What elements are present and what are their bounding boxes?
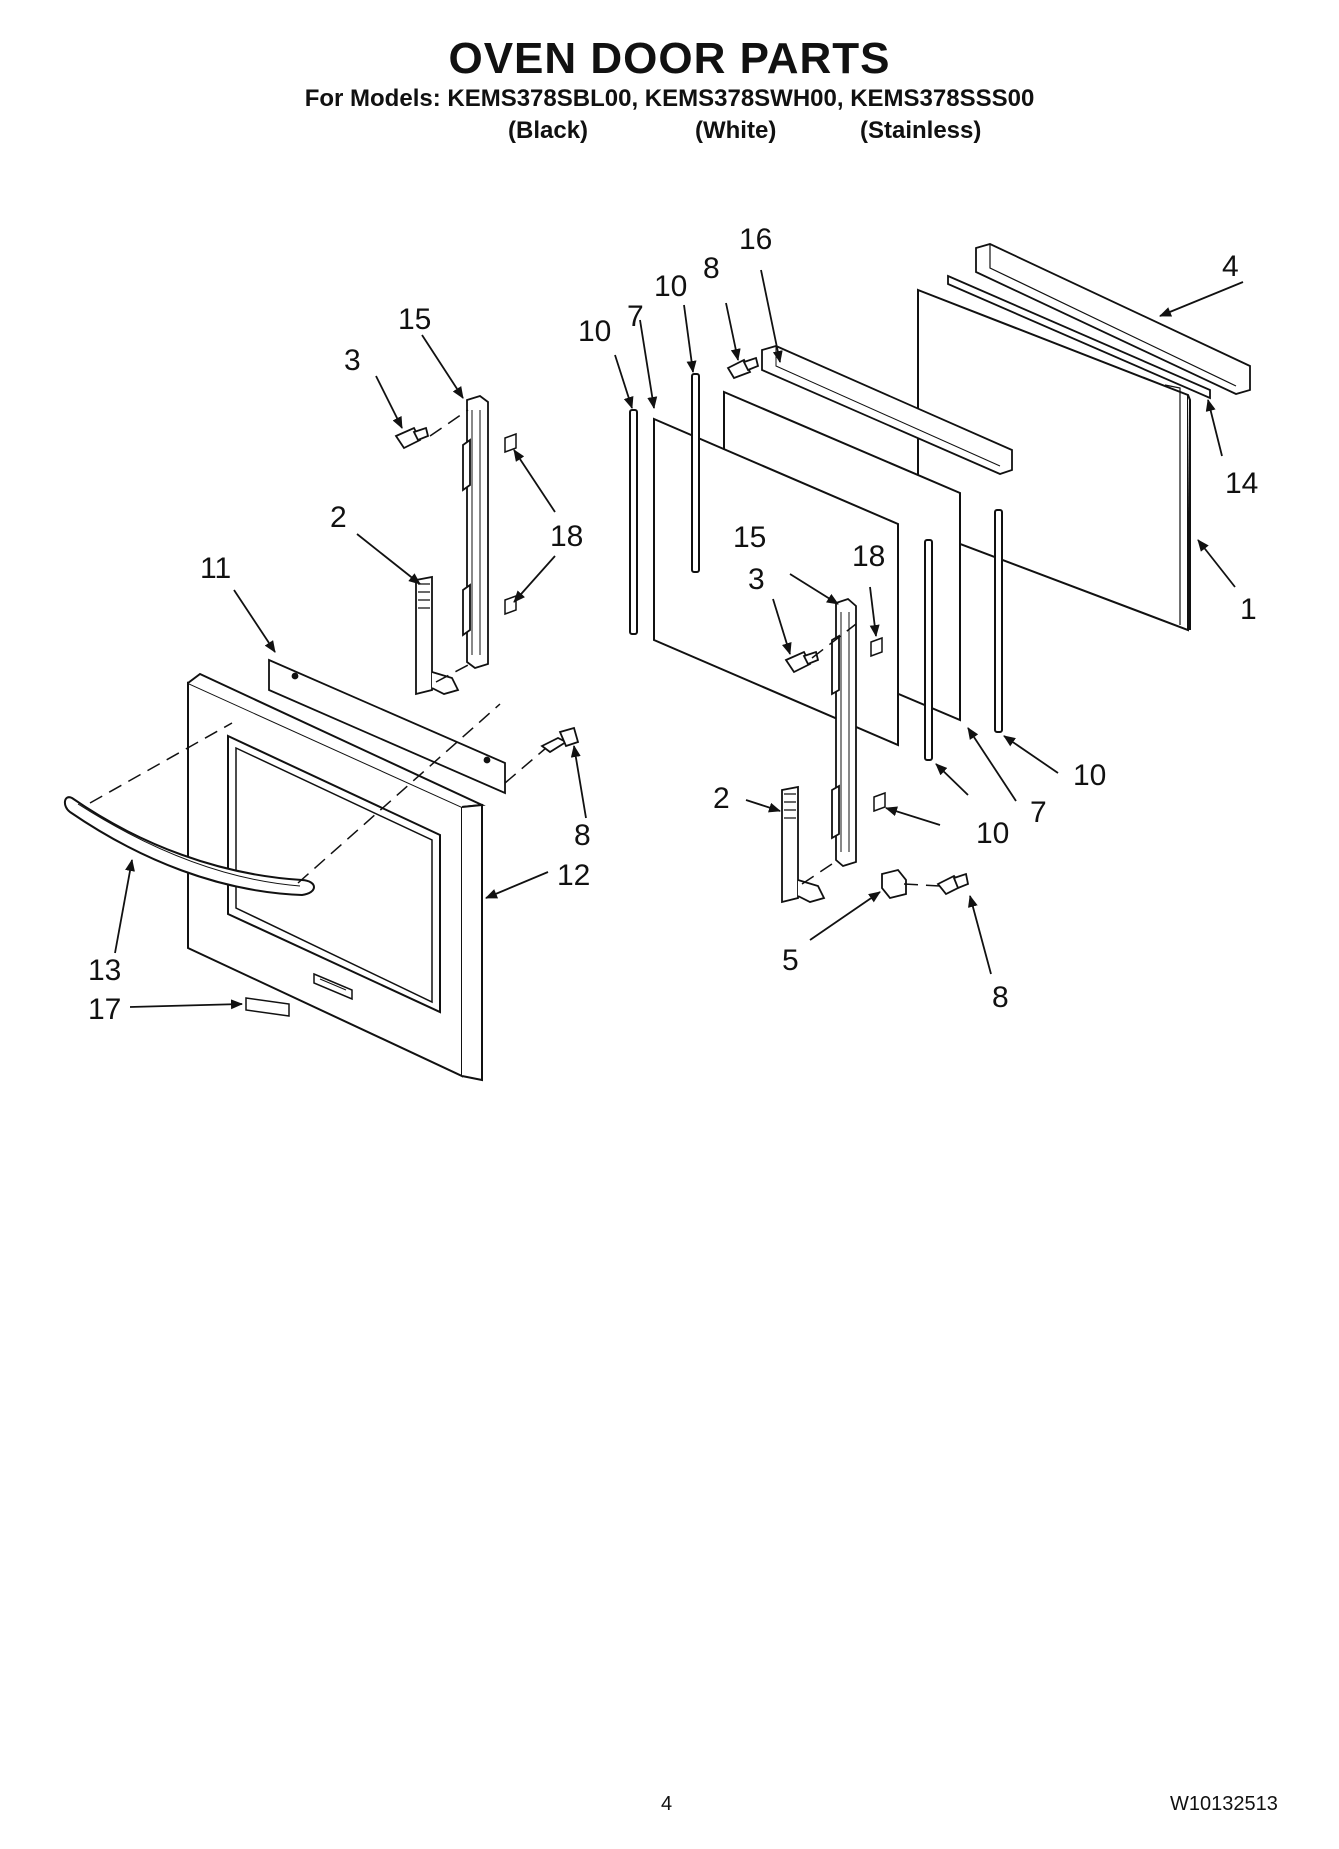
screw-part-8-left [540, 726, 580, 754]
document-number: W10132513 [1170, 1793, 1278, 1815]
callout-7-bottom: 7 [1030, 796, 1047, 829]
callout-4: 4 [1222, 250, 1239, 283]
door-handle [64, 796, 315, 897]
page-title: OVEN DOOR PARTS [448, 34, 891, 83]
left-dashed-lines [89, 409, 547, 884]
callout-10-a: 10 [578, 315, 611, 348]
callout-2-right: 2 [713, 782, 730, 815]
page-number: 4 [661, 1793, 673, 1815]
nameplate-part-17 [245, 997, 290, 1017]
callout-2-left: 2 [330, 501, 347, 534]
callout-8-top: 8 [703, 252, 720, 285]
hinge-part-15-left [462, 395, 489, 669]
callout-15-right: 15 [733, 521, 766, 554]
screw-part-3-right [784, 650, 820, 674]
hinge-part-15-right [831, 597, 857, 868]
callout-17: 17 [88, 993, 121, 1026]
finish-stainless: (Stainless) [860, 117, 982, 144]
callout-13: 13 [88, 954, 121, 987]
callout-18-right: 18 [852, 540, 885, 573]
callout-3-right: 3 [748, 563, 765, 596]
spacers-part-10 [629, 373, 1003, 761]
callout-8-bottom: 8 [992, 981, 1009, 1014]
callout-14: 14 [1225, 467, 1258, 500]
callout-10-d: 10 [976, 817, 1009, 850]
clip-part-18-right [870, 636, 886, 813]
hinge-part-2-right [781, 785, 826, 904]
finish-white: (White) [695, 117, 777, 144]
callout-16: 16 [739, 223, 772, 256]
screw-part-8-bottom [936, 872, 970, 896]
trim-strip-part-11 [268, 658, 506, 795]
clip-part-18-left [504, 432, 517, 616]
callout-5: 5 [782, 944, 799, 977]
screw-part-8-top [726, 356, 760, 380]
bracket-part-5 [881, 868, 907, 900]
top-rail-part-4 [975, 243, 1251, 395]
finish-black: (Black) [508, 117, 589, 144]
callout-10-b: 10 [654, 270, 687, 303]
page-header: OVEN DOOR PARTS For Models: KEMS378SBL00… [0, 34, 1339, 114]
callout-8-left: 8 [574, 819, 591, 852]
trim-strip-part-14 [947, 274, 1211, 400]
callout-3-left: 3 [344, 344, 361, 377]
models-line: For Models: KEMS378SBL00, KEMS378SWH00, … [304, 85, 1035, 112]
screw-part-3-left [394, 426, 430, 450]
callout-12: 12 [557, 859, 590, 892]
callout-10-c: 10 [1073, 759, 1106, 792]
right-dashed-lines [801, 623, 941, 887]
leader-arrows [114, 269, 1244, 1010]
callout-1: 1 [1240, 593, 1257, 626]
door-badge [313, 972, 353, 1001]
callout-15-left: 15 [398, 303, 431, 336]
hinge-part-2-left [415, 575, 460, 696]
callout-7-top: 7 [627, 300, 644, 333]
callout-18-left: 18 [550, 520, 583, 553]
callout-11: 11 [200, 552, 231, 585]
inner-glass-part-1 [917, 288, 1191, 632]
